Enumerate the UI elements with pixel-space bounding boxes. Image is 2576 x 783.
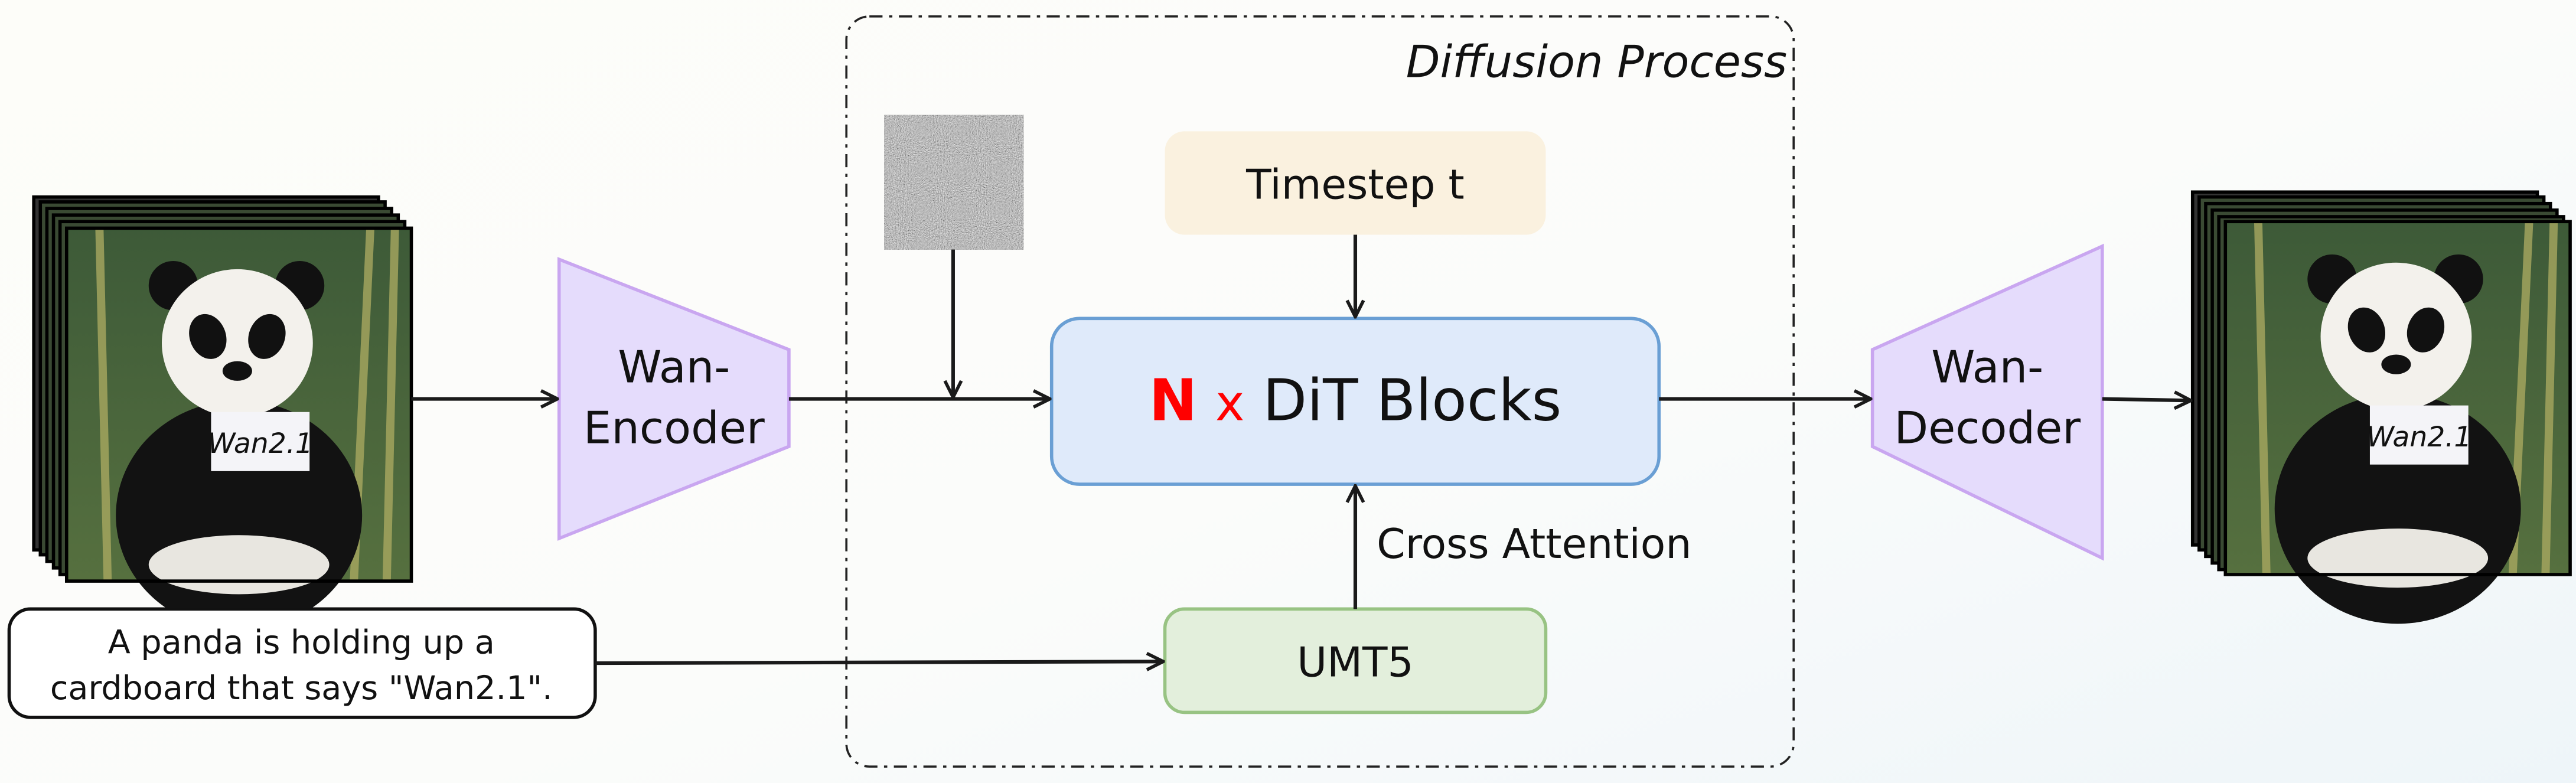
- prompt-line2: cardboard that says "Wan2.1".: [50, 669, 553, 707]
- arrows: [411, 234, 2191, 664]
- sign-text: Wan2.1: [208, 428, 313, 460]
- decoder-label-line1: Wan-: [1931, 341, 2043, 393]
- decoder-label-line2: Decoder: [1894, 402, 2081, 454]
- encoder-label-line2: Encoder: [583, 402, 765, 454]
- input-video-frames: Wan2.1: [32, 195, 411, 631]
- diffusion-process-group: [845, 15, 1795, 768]
- cross-attention-label: Cross Attention: [1377, 520, 1691, 568]
- arrow-prompt-to-umt5: [595, 661, 1163, 663]
- timestep-label: Timestep t: [1245, 161, 1465, 208]
- output-video-frames: Wan2.1: [2190, 190, 2570, 624]
- arrow-decoder-to-video: [2102, 399, 2191, 401]
- encoder-label-line1: Wan-: [618, 341, 730, 393]
- wan-decoder: [1870, 243, 2104, 561]
- umt5-label: UMT5: [1297, 638, 1413, 686]
- diffusion-process-label: Diffusion Process: [1406, 36, 1787, 88]
- sign-text-output: Wan2.1: [2366, 421, 2471, 454]
- prompt-line1: A panda is holding up a: [108, 623, 495, 661]
- wan-encoder: [557, 257, 791, 541]
- timestep-box: [1165, 131, 1546, 235]
- noise-latent: [884, 115, 1024, 250]
- dit-label: N x DiT Blocks: [1149, 367, 1562, 434]
